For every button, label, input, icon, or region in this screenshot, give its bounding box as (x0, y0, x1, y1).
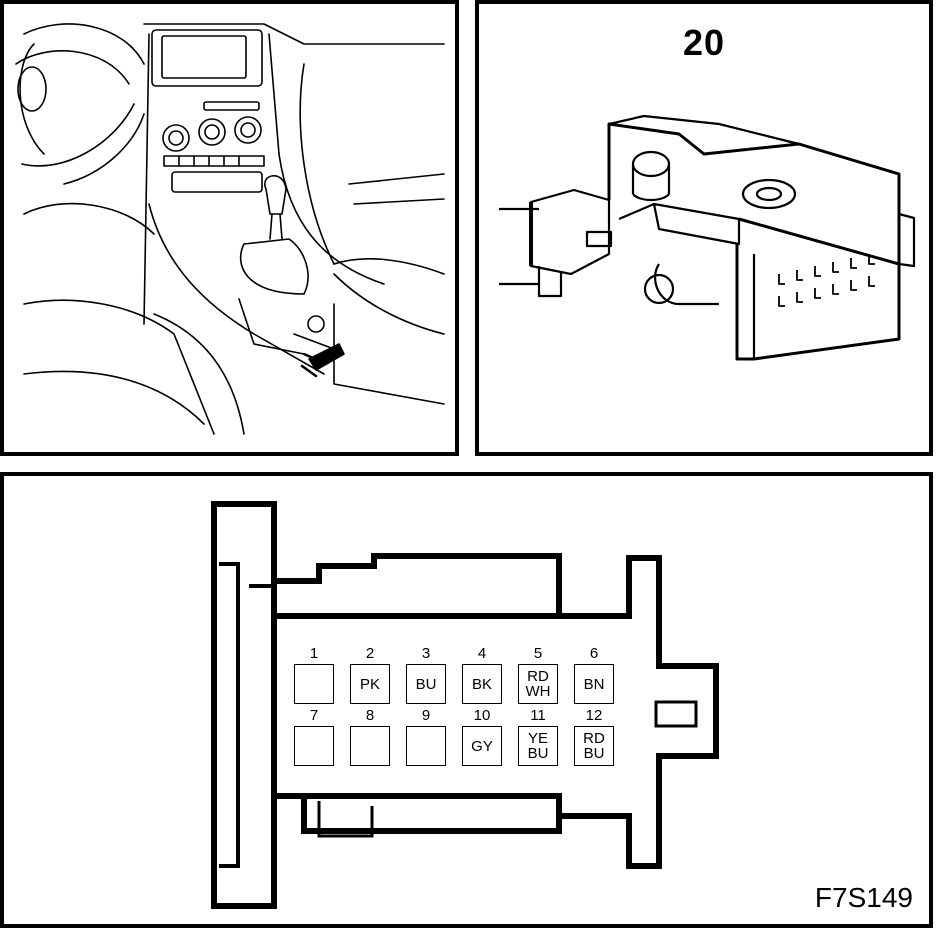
wire-color-code: PK (359, 675, 380, 693)
connector-view-panel: 20 (475, 0, 933, 456)
pin-number: 10 (473, 707, 491, 724)
pin-number: 5 (533, 645, 543, 662)
location-view-panel (0, 0, 459, 456)
wire-color-code: YE (527, 730, 548, 747)
center-console-illustration (15, 23, 445, 435)
connector-view-number: 20 (682, 22, 726, 63)
pin-cavity (294, 664, 334, 704)
pin-cavity: PK (350, 664, 390, 704)
pin-cavity (350, 726, 390, 766)
pin-cavity (406, 726, 446, 766)
pin-cavity: BK (462, 664, 502, 704)
wire-color-code: BU (415, 675, 437, 693)
pin-number: 2 (365, 645, 375, 662)
pin-cavity: GY (462, 726, 502, 766)
pin-cavity (294, 726, 334, 766)
wire-color-code: RD (527, 668, 549, 685)
figure-reference: F7S149 (814, 882, 913, 913)
wire-color-code: BN (583, 675, 605, 693)
pin-number: 11 (530, 707, 546, 724)
pin-number: 12 (585, 707, 603, 724)
wire-color-code: RD (583, 730, 605, 747)
wire-color-code: WH (525, 683, 551, 700)
connector-face-outline (211, 501, 719, 909)
connector-isometric-illustration (499, 114, 916, 361)
wire-color-code: BK (471, 675, 492, 693)
pin-number: 7 (309, 707, 319, 724)
pin-number: 1 (309, 645, 319, 662)
pin-number: 4 (477, 645, 487, 662)
wire-color-code: GY (471, 737, 493, 755)
pin-cavity: BN (574, 664, 614, 704)
pin-number: 6 (589, 645, 599, 662)
pin-number: 3 (421, 645, 431, 662)
pin-number: 8 (365, 707, 375, 724)
pin-cavity: BU (406, 664, 446, 704)
wire-color-code: BU (527, 745, 549, 762)
wire-color-code: BU (583, 745, 605, 762)
pin-number: 9 (421, 707, 431, 724)
